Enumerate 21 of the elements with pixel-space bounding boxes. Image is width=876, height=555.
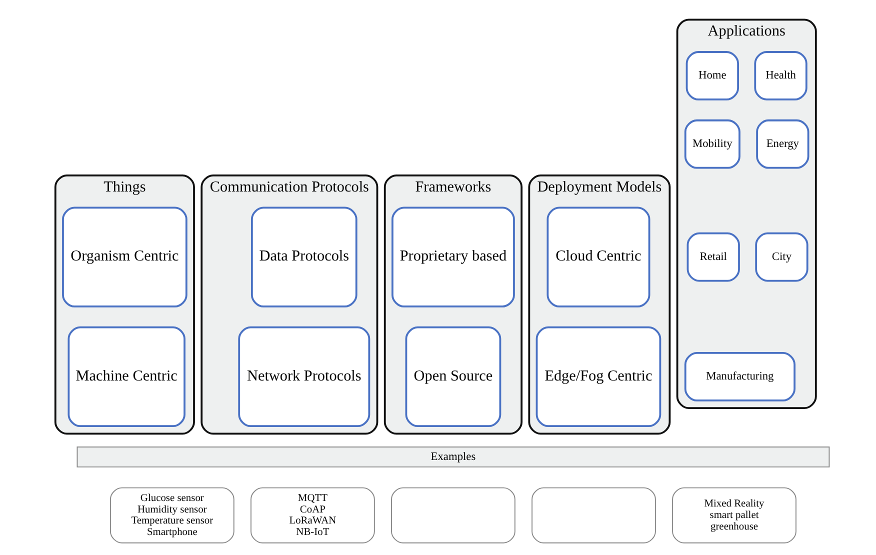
node-box: Mobility (684, 119, 740, 169)
node-box: Proprietary based (391, 206, 514, 308)
node-box: Mixed Reality smart pallet greenhouse (672, 487, 796, 544)
node-box: Network Protocols (238, 326, 370, 428)
node-box: Open Source (404, 326, 501, 428)
node-box: Retail (686, 232, 740, 282)
node-box: MQTT CoAP LoRaWAN NB-IoT (250, 487, 374, 544)
node-box: City (754, 232, 808, 282)
node-box: Machine Centric (67, 326, 185, 428)
node-box (390, 487, 515, 544)
node-box: Data Protocols (250, 206, 357, 308)
node-box: Home (685, 51, 738, 100)
node-box: Manufacturing (684, 352, 795, 402)
node-box: Edge/Fog Centric (535, 326, 661, 428)
node-box: Energy (756, 119, 809, 169)
node-box: Glucose sensor Humidity sensor Temperature sensor Smartphone (109, 487, 234, 544)
node-box (531, 487, 656, 544)
node-box: Health (754, 51, 807, 100)
node-box: Cloud Centric (546, 206, 650, 308)
node-box: Examples (76, 446, 830, 468)
node-box: Organism Centric (62, 206, 187, 308)
